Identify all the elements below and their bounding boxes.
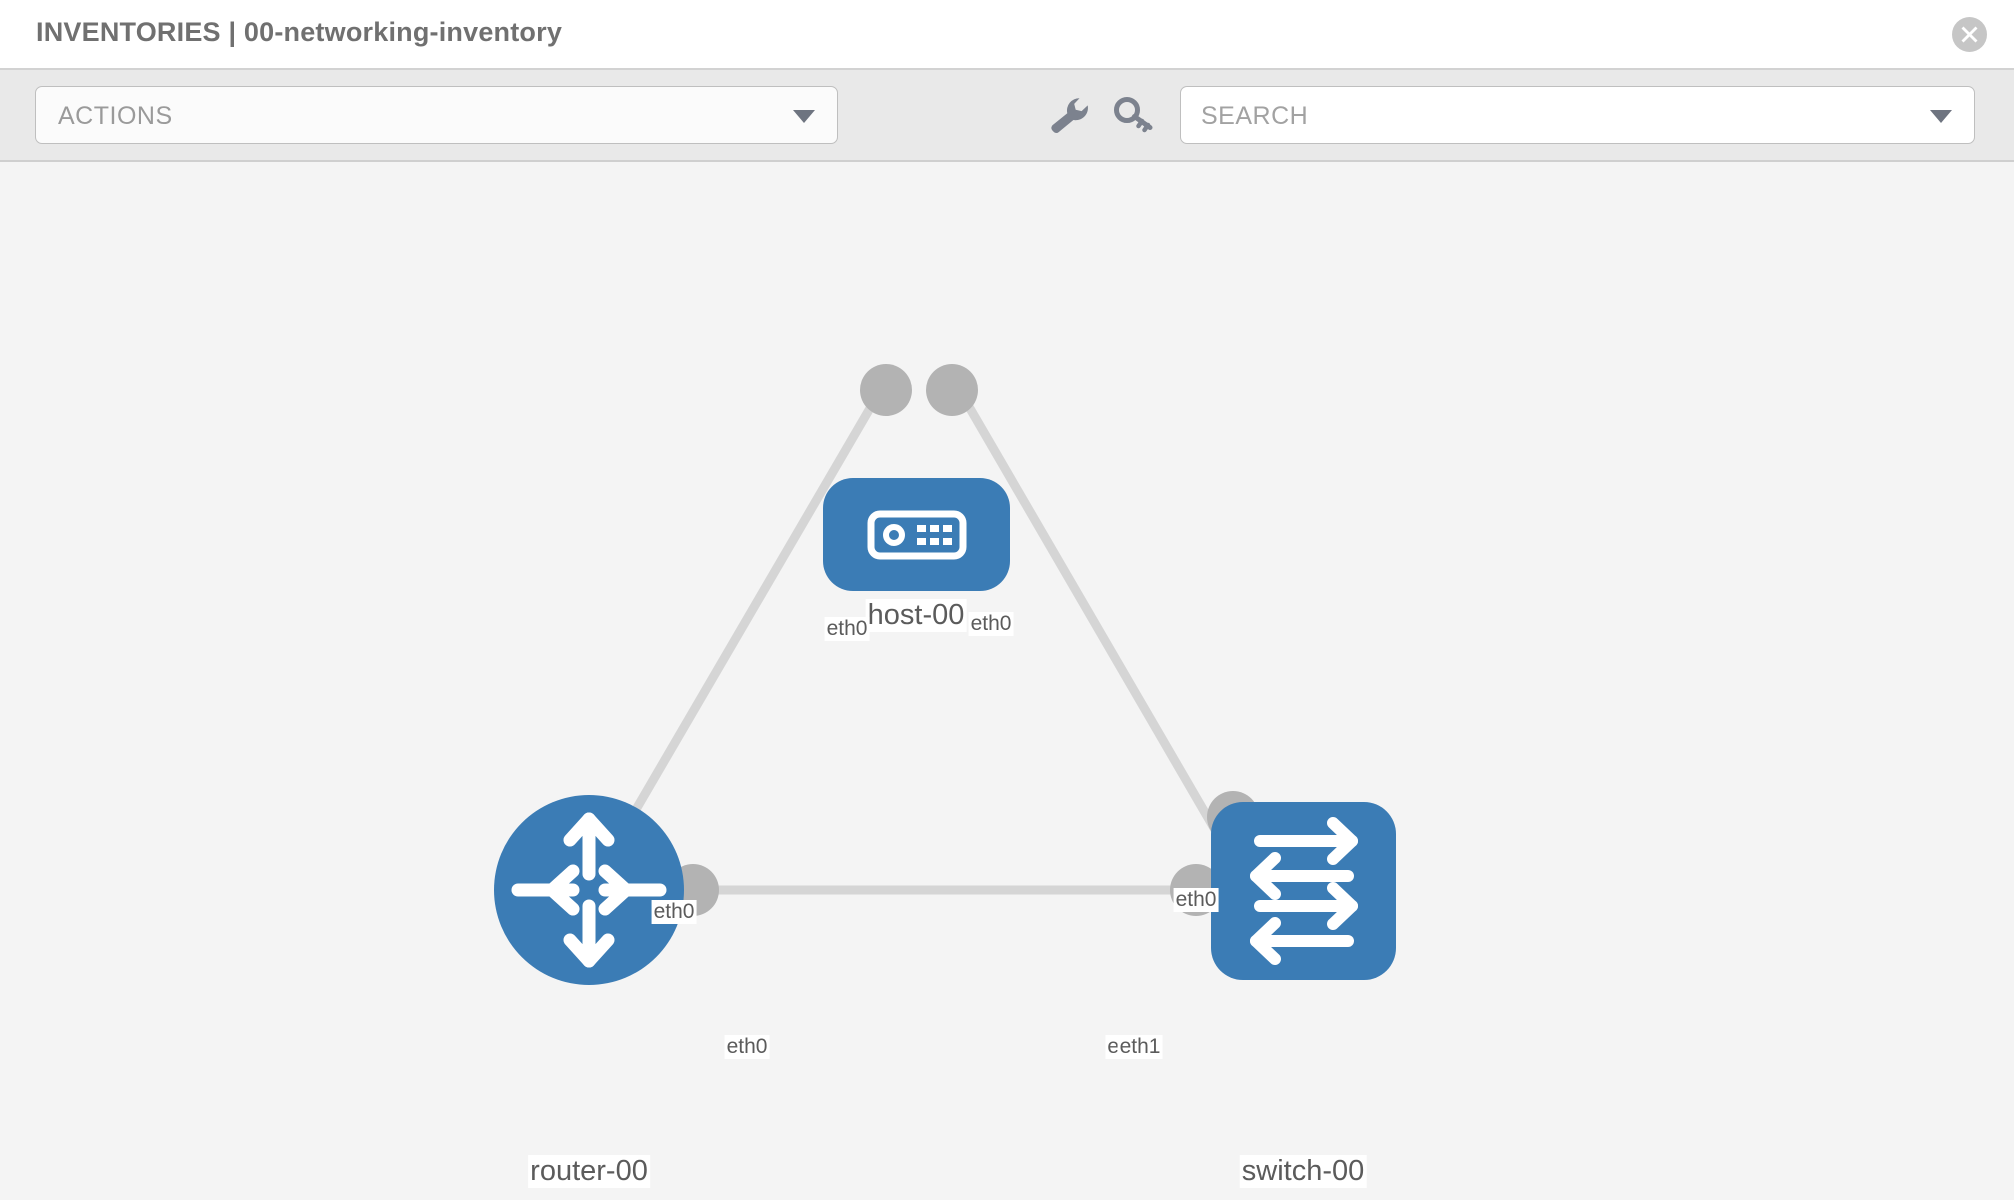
node-label-host: host-00 xyxy=(865,599,967,632)
edge-label-switch-left: eth1 xyxy=(1117,1035,1163,1059)
topology-edges xyxy=(585,371,1303,895)
search-input[interactable]: SEARCH xyxy=(1180,86,1975,144)
port-host-right xyxy=(926,364,978,416)
wrench-icon[interactable] xyxy=(1046,94,1090,136)
page-title: INVENTORIES | 00-networking-inventory xyxy=(36,17,563,47)
switch-arrows-icon xyxy=(1250,817,1358,965)
node-label-switch: switch-00 xyxy=(1239,1155,1367,1188)
edge-host-switch xyxy=(946,371,1254,893)
topology-node-switch-00[interactable] xyxy=(1211,802,1396,980)
edge-label-router-right: eth0 xyxy=(724,1035,770,1059)
switch-node-shape[interactable] xyxy=(1211,802,1396,980)
router-node-shape[interactable] xyxy=(494,795,684,985)
close-icon[interactable] xyxy=(1952,17,1987,52)
edge-router-host xyxy=(585,371,894,893)
topology-canvas[interactable]: host-00 router-00 switch-00 eth0 eth0 et… xyxy=(0,162,2014,1200)
actions-dropdown-label: ACTIONS xyxy=(58,102,173,130)
search-placeholder: SEARCH xyxy=(1201,102,1309,130)
chevron-down-icon xyxy=(793,110,815,123)
topology-ports xyxy=(667,364,1259,916)
topology-node-router-00[interactable] xyxy=(494,795,684,985)
edge-label-router-up: eth0 xyxy=(651,900,697,924)
server-icon xyxy=(867,510,967,560)
edge-label-switch-up: eth0 xyxy=(1173,888,1219,912)
chevron-down-icon[interactable] xyxy=(1930,110,1952,123)
edge-label-host-left: eth0 xyxy=(824,617,870,641)
actions-dropdown[interactable]: ACTIONS xyxy=(35,86,838,144)
toolbar: ACTIONS SEARCH xyxy=(0,70,2014,162)
port-host-left xyxy=(860,364,912,416)
key-icon[interactable] xyxy=(1113,94,1157,136)
node-label-router: router-00 xyxy=(528,1155,650,1188)
topology-node-host-00[interactable] xyxy=(823,478,1010,591)
router-arrows-icon xyxy=(511,812,667,968)
page-header: INVENTORIES | 00-networking-inventory xyxy=(0,0,2014,70)
edge-label-host-right: eth0 xyxy=(968,612,1014,636)
host-node-shape[interactable] xyxy=(823,478,1010,591)
topology-graph xyxy=(494,364,1396,985)
